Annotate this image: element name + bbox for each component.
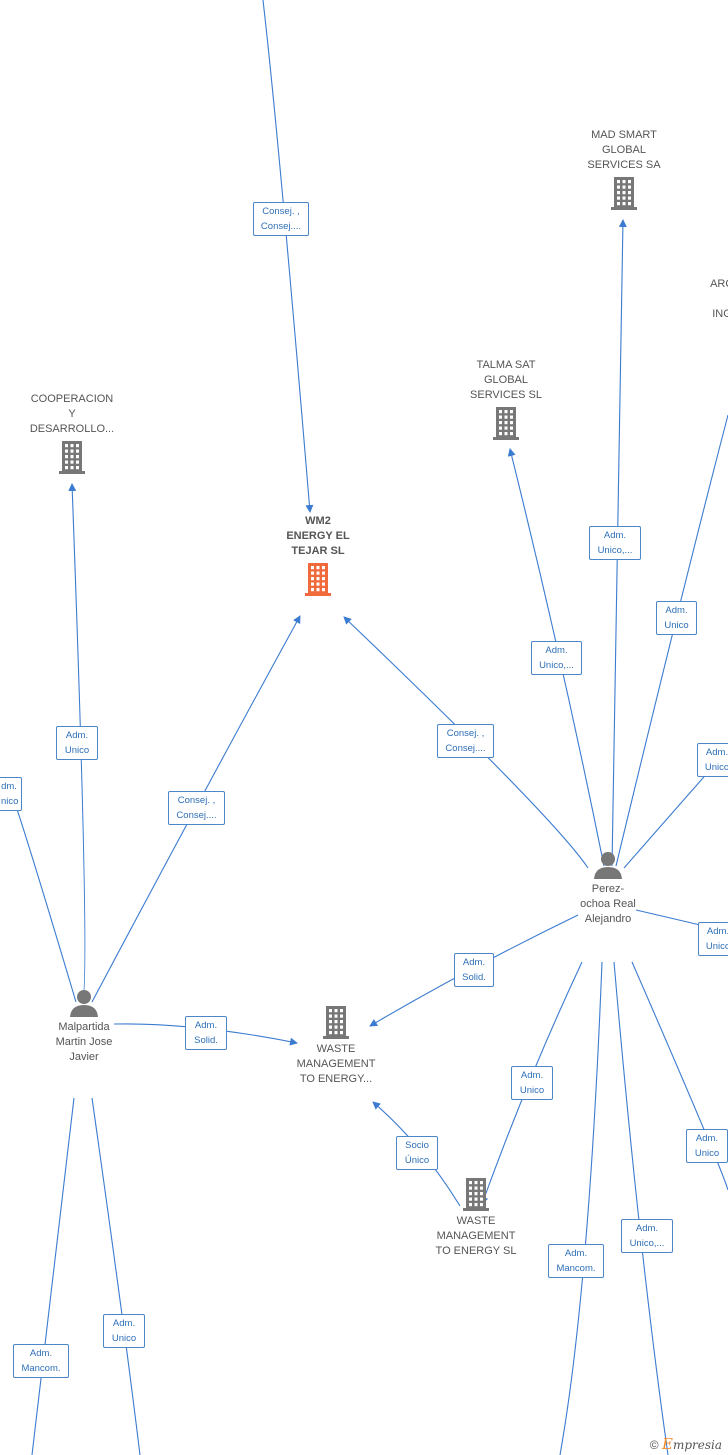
node-label: ARQ ING	[710, 278, 728, 320]
edge-label-adm[interactable]: Adm. Mancom.	[13, 1344, 69, 1378]
edge-label-adm[interactable]: Adm. Mancom.	[548, 1244, 604, 1278]
edge-label-line: Unico,...	[629, 1238, 665, 1249]
edge-line-7	[343, 616, 589, 869]
edge-label-consej[interactable]: Consej. , Consej....	[253, 202, 309, 236]
edge-label-line: Unico	[111, 1333, 137, 1344]
brand-logo-text: mpresia	[672, 1438, 722, 1452]
edge-label-line: Único	[404, 1155, 430, 1166]
node-cooperacion[interactable]: COOPERACION Y DESARROLLO...	[17, 392, 127, 475]
edge-label-line: nico	[1, 796, 19, 807]
node-arq[interactable]: ARQ ING	[707, 277, 728, 322]
edge-label-adm[interactable]: Adm. Unico	[686, 1129, 728, 1163]
node-label: COOPERACION Y DESARROLLO...	[29, 393, 115, 435]
edge-label-adm[interactable]: Adm. Unico	[697, 743, 728, 777]
edge-line-16	[559, 961, 603, 1455]
edge-label-line: Unico	[705, 941, 728, 952]
edge-label-adm[interactable]: Adm. Solid.	[454, 953, 494, 987]
edge-label-adm[interactable]: Adm. Unico,...	[621, 1219, 673, 1253]
node-label: TALMA SAT GLOBAL SERVICES SL	[470, 359, 542, 401]
node-label: Perez- ochoa Real Alejandro	[580, 883, 636, 925]
edge-label-line: Solid.	[462, 972, 486, 983]
node-waste2[interactable]: WASTE MANAGEMENT TO ENERGY SL	[421, 1174, 531, 1259]
building-icon	[463, 1178, 489, 1211]
node-label: MAD SMART GLOBAL SERVICES SA	[587, 129, 661, 171]
edge-label-line: Adm.	[665, 605, 688, 616]
person-icon	[594, 852, 622, 879]
edge-line-18	[631, 961, 728, 1191]
edge-label-line: Unico	[694, 1148, 720, 1159]
node-label: WASTE MANAGEMENT TO ENERGY...	[296, 1043, 376, 1085]
edge-label-line: Adm.	[112, 1318, 136, 1329]
edge-label-line: Solid.	[194, 1035, 218, 1046]
edge-label-line: Mancom.	[556, 1263, 596, 1274]
edge-line-2	[9, 789, 77, 1003]
edge-label-line: Mancom.	[21, 1363, 61, 1374]
edge-label-line: Adm.	[705, 747, 728, 758]
edge-line-6	[91, 1097, 141, 1455]
person-icon	[70, 990, 98, 1017]
edge-line-17	[613, 961, 669, 1455]
edge-label-line: Socio	[405, 1140, 429, 1151]
edge-label-line: Unico	[519, 1085, 545, 1096]
edge-label-adm[interactable]: Adm. Solid.	[185, 1016, 227, 1050]
edge-label-line: dm.	[1, 781, 17, 792]
edge-label-dm[interactable]: dm. nico	[0, 777, 22, 811]
node-label: WASTE MANAGEMENT TO ENERGY SL	[435, 1215, 517, 1257]
edge-label-line: Adm.	[603, 530, 627, 541]
edge-label-line: Adm.	[706, 926, 728, 937]
node-wm2[interactable]: WM2 ENERGY EL TEJAR SL	[268, 514, 368, 597]
edge-label-line: Unico,...	[539, 660, 574, 671]
building-icon	[305, 563, 331, 596]
edge-label-line: Consej....	[176, 810, 217, 821]
edge-label-adm[interactable]: Adm. Unico	[103, 1314, 145, 1348]
edge-label-line: Consej. ,	[262, 206, 300, 217]
edge-label-adm[interactable]: Adm. Unico	[698, 922, 728, 956]
edge-label-adm[interactable]: Adm. Unico	[511, 1066, 553, 1100]
edge-label-adm[interactable]: Adm. Unico,...	[589, 526, 641, 560]
node-waste1[interactable]: WASTE MANAGEMENT TO ENERGY...	[281, 1002, 391, 1087]
edge-label-line: Unico	[664, 620, 689, 631]
edge-label-line: Unico	[704, 762, 728, 773]
node-madsmart[interactable]: MAD SMART GLOBAL SERVICES SA	[574, 128, 674, 211]
node-perez[interactable]: Perez- ochoa Real Alejandro	[563, 848, 653, 927]
edge-label-adm[interactable]: Adm. Unico,...	[531, 641, 582, 675]
edge-label-line: Adm.	[65, 730, 89, 741]
edge-label-line: Adm.	[545, 645, 568, 656]
edge-label-adm[interactable]: Adm. Unico	[56, 726, 98, 760]
edge-label-line: Consej. ,	[177, 795, 216, 806]
edge-label-line: Adm.	[695, 1133, 719, 1144]
edge-line-10	[615, 414, 728, 867]
empresia-watermark[interactable]: © Empresia	[650, 1435, 722, 1453]
building-icon	[493, 407, 519, 440]
edge-label-line: Consej. ,	[446, 728, 485, 739]
edge-label-line: Unico	[64, 745, 90, 756]
edge-line-0	[262, 0, 314, 513]
edge-label-line: Consej....	[260, 221, 302, 232]
building-icon	[59, 441, 85, 474]
edge-label-line: Adm.	[194, 1020, 218, 1031]
edge-label-line: Adm.	[462, 957, 486, 968]
edge-label-consej[interactable]: Consej. , Consej....	[168, 791, 225, 825]
edge-label-consej[interactable]: Consej. , Consej....	[437, 724, 494, 758]
edge-label-line: Adm.	[564, 1248, 588, 1259]
edge-label-line: Consej....	[445, 743, 486, 754]
edge-label-adm[interactable]: Adm. Unico	[656, 601, 697, 635]
building-icon	[323, 1006, 349, 1039]
edge-label-line: Adm.	[635, 1223, 659, 1234]
edge-label-line: Unico,...	[597, 545, 633, 556]
node-label: Malpartida Martin Jose Javier	[55, 1021, 113, 1063]
node-malpartida[interactable]: Malpartida Martin Jose Javier	[34, 986, 134, 1065]
edge-label-line: Adm.	[520, 1070, 544, 1081]
edge-line-9	[611, 219, 627, 867]
edge-label-line: Adm.	[29, 1348, 53, 1359]
brand-logo-initial: E	[661, 1435, 673, 1453]
node-talma[interactable]: TALMA SAT GLOBAL SERVICES SL	[456, 358, 556, 441]
edge-line-5	[31, 1097, 75, 1455]
node-label: WM2 ENERGY EL TEJAR SL	[286, 515, 350, 557]
building-icon	[611, 177, 637, 210]
copyright-symbol: ©	[649, 1438, 659, 1452]
